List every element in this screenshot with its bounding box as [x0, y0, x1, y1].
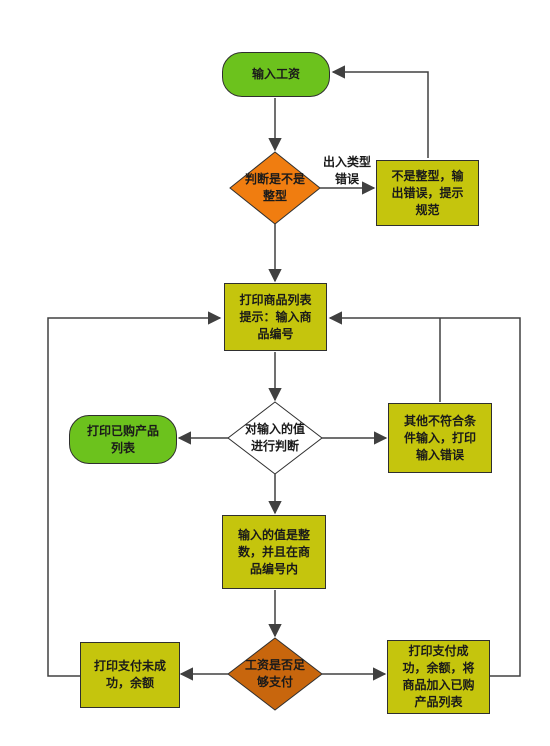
other-invalid-input-box: 其他不符合条 件输入，打印 输入错误 — [388, 403, 492, 473]
edge-fail-back-to-list — [47, 311, 222, 677]
check-enough-salary-text: 工资是否足 够支付 — [244, 658, 305, 689]
pay-success-box: 打印支付成 功，余额，将 商品加入已购 产品列表 — [387, 640, 490, 714]
print-purchased-terminal: 打印已购产品 列表 — [69, 415, 177, 464]
check-integer-text: 判断是不是 整型 — [244, 172, 305, 203]
input-salary-terminal: 输入工资 — [222, 52, 330, 97]
check-enough-salary-diamond — [227, 637, 323, 711]
not-integer-error-box: 不是整型，输 出错误，提示 规范 — [376, 160, 479, 226]
judge-input-text: 对输入的值 进行判断 — [244, 422, 305, 453]
edge-success-back-to-list — [328, 311, 521, 677]
edge-error-back-to-input — [331, 65, 429, 158]
print-product-list-box: 打印商品列表 提示：输入商 品编号 — [224, 283, 327, 351]
type-error-edge-label: 出入类型 错误 — [322, 155, 371, 186]
connectors — [47, 65, 521, 681]
valid-product-number-box: 输入的值是整 数，并且在商 品编号内 — [222, 515, 326, 589]
pay-fail-box: 打印支付未成 功，余额 — [80, 642, 180, 708]
